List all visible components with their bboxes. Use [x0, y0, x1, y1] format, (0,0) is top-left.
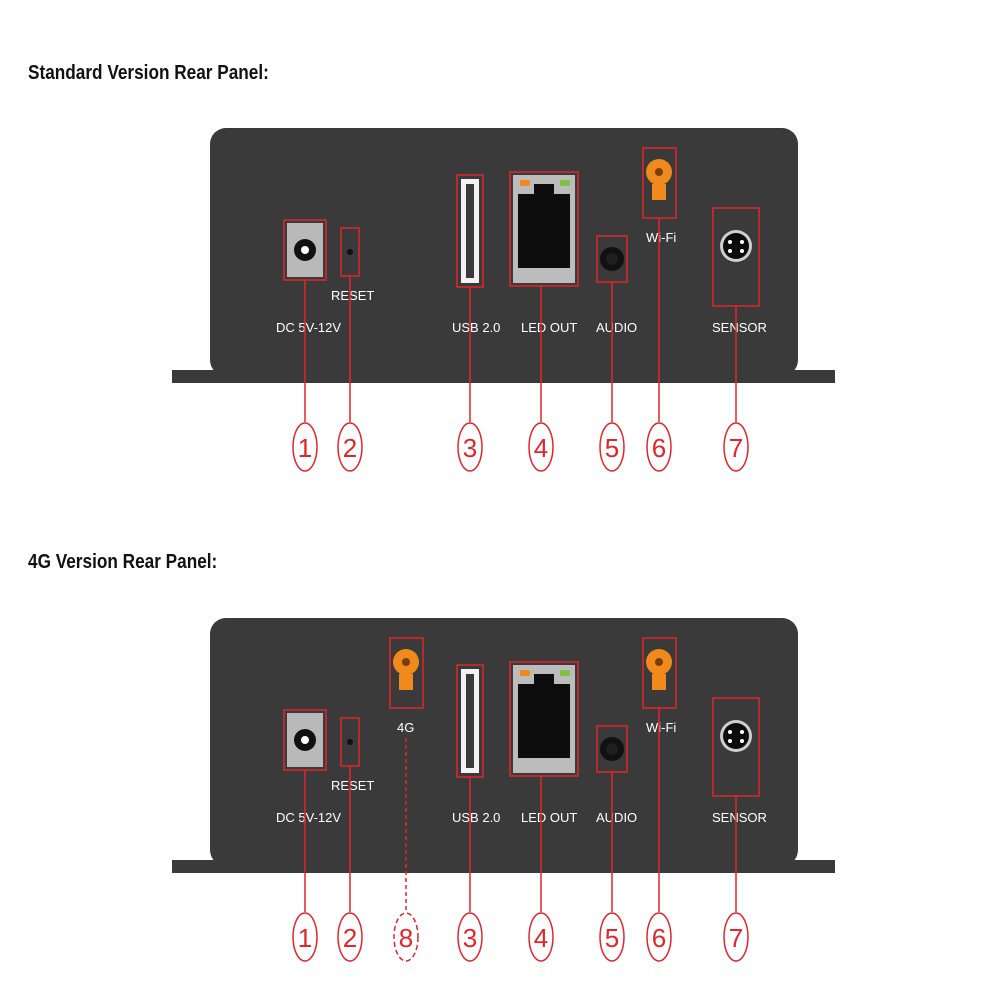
callout-5: 5 [599, 912, 625, 962]
dc-label: DC 5V-12V [276, 320, 341, 335]
audio-label: AUDIO [596, 810, 637, 825]
svg-text:4: 4 [534, 433, 548, 463]
wifi-antenna-connector [642, 637, 677, 709]
leader-lines [304, 218, 737, 422]
svg-text:2: 2 [343, 923, 357, 953]
chassis-body [210, 128, 798, 376]
callout-7: 7 [723, 422, 749, 472]
4g-panel-title: 4G Version Rear Panel: [28, 551, 218, 573]
reset-label: RESET [331, 778, 374, 793]
sensor-label: SENSOR [712, 320, 767, 335]
callout-4: 4 [528, 912, 554, 962]
callout-1: 1 [292, 422, 318, 472]
4g-label: 4G [397, 720, 414, 735]
callout-6: 6 [646, 422, 672, 472]
svg-text:3: 3 [463, 433, 477, 463]
usb-label: USB 2.0 [452, 810, 500, 825]
callout-8: 8 [393, 912, 419, 962]
callout-2: 2 [337, 422, 363, 472]
sensor-port [712, 697, 760, 797]
led-out-ethernet-port [509, 171, 579, 287]
leader-lines [304, 708, 737, 912]
callout-5: 5 [599, 422, 625, 472]
led-out-ethernet-port [509, 661, 579, 777]
usb-label: USB 2.0 [452, 320, 500, 335]
wifi-antenna-connector [642, 147, 677, 219]
svg-text:5: 5 [605, 433, 619, 463]
svg-text:8: 8 [399, 923, 413, 953]
led-out-label: LED OUT [521, 320, 577, 335]
audio-jack [596, 725, 628, 773]
4g-antenna-connector [389, 637, 424, 709]
svg-text:7: 7 [729, 923, 743, 953]
standard-panel-title: Standard Version Rear Panel: [28, 62, 269, 84]
svg-text:1: 1 [298, 923, 312, 953]
callout-1: 1 [292, 912, 318, 962]
dc-power-port [283, 219, 327, 281]
svg-text:1: 1 [298, 433, 312, 463]
callout-7: 7 [723, 912, 749, 962]
chassis-body [210, 618, 798, 866]
svg-text:6: 6 [652, 923, 666, 953]
dc-label: DC 5V-12V [276, 810, 341, 825]
svg-text:4: 4 [534, 923, 548, 953]
callout-2: 2 [337, 912, 363, 962]
standard-rear-panel-diagram: DC 5V-12V RESET USB 2.0 LED OUT AUDIO Wi… [172, 128, 835, 472]
svg-text:7: 7 [729, 433, 743, 463]
audio-label: AUDIO [596, 320, 637, 335]
4g-rear-panel-diagram: DC 5V-12V RESET 4G USB 2.0 LED OUT AUDIO [172, 618, 835, 962]
reset-label: RESET [331, 288, 374, 303]
callout-3: 3 [457, 422, 483, 472]
wifi-label: Wi-Fi [646, 720, 676, 735]
wifi-label: Wi-Fi [646, 230, 676, 245]
svg-text:3: 3 [463, 923, 477, 953]
sensor-label: SENSOR [712, 810, 767, 825]
led-out-label: LED OUT [521, 810, 577, 825]
callout-3: 3 [457, 912, 483, 962]
svg-text:5: 5 [605, 923, 619, 953]
svg-text:2: 2 [343, 433, 357, 463]
svg-text:6: 6 [652, 433, 666, 463]
callout-6: 6 [646, 912, 672, 962]
callout-4: 4 [528, 422, 554, 472]
dc-power-port [283, 709, 327, 771]
